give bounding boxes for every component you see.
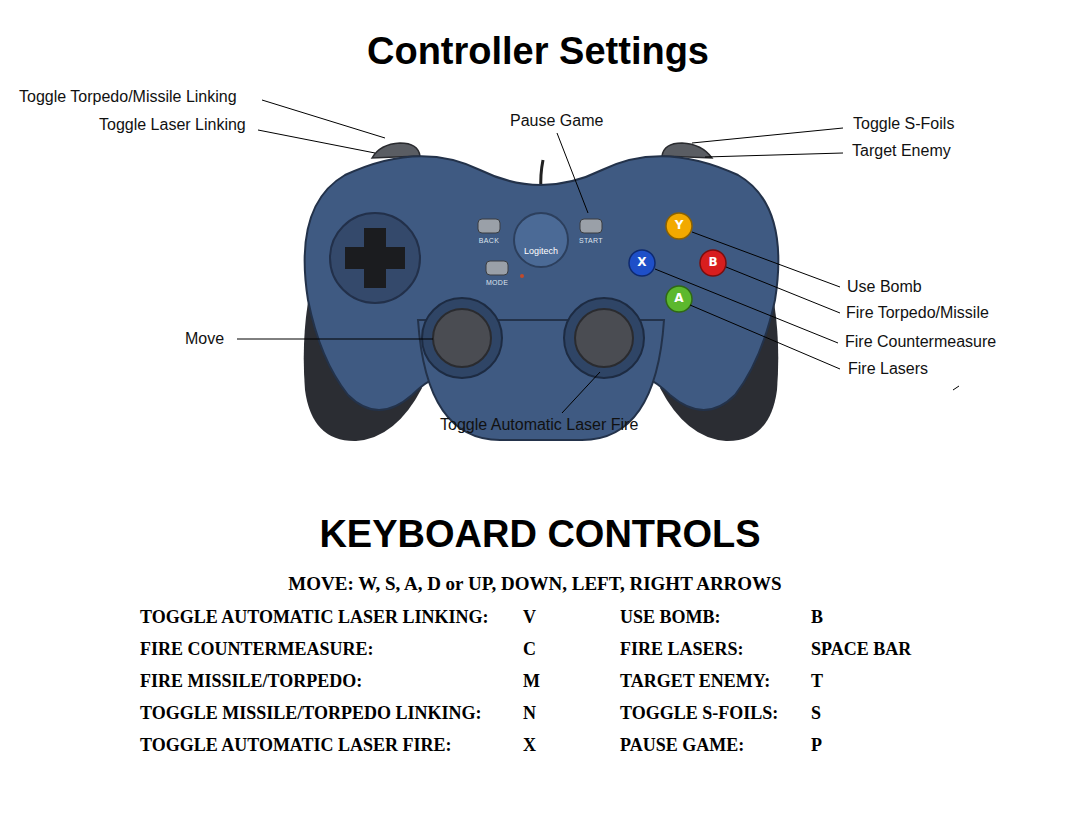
button-letter: X	[637, 256, 646, 270]
control-name: TARGET ENEMY:	[620, 671, 770, 692]
control-name: FIRE LASERS:	[620, 639, 744, 660]
callout-label: Toggle Torpedo/Missile Linking	[19, 88, 237, 106]
control-name: FIRE MISSILE/TORPEDO:	[140, 671, 362, 692]
callout-label: Fire Lasers	[848, 360, 928, 378]
callout-label: Pause Game	[510, 112, 603, 130]
control-key: X	[523, 735, 536, 756]
brand-logo: Logitech	[524, 246, 558, 256]
control-key: V	[523, 607, 536, 628]
callout-label: Use Bomb	[847, 278, 922, 296]
callout-label: Target Enemy	[852, 142, 951, 160]
callout-label: Move	[185, 330, 224, 348]
control-key: S	[811, 703, 821, 724]
control-name: PAUSE GAME:	[620, 735, 744, 756]
button-letter: B	[708, 256, 717, 270]
control-name: FIRE COUNTERMEASURE:	[140, 639, 374, 660]
control-key: M	[523, 671, 540, 692]
callout-label: Fire Countermeasure	[845, 333, 996, 351]
control-name: USE BOMB:	[620, 607, 721, 628]
control-key: N	[523, 703, 536, 724]
control-name: TOGGLE S-FOILS:	[620, 703, 778, 724]
button-letter: Y	[675, 219, 684, 233]
callout-label: Toggle Laser Linking	[99, 116, 246, 134]
button-label: BACK	[479, 237, 499, 245]
button-label: MODE	[486, 279, 508, 287]
leader-lines	[237, 100, 959, 413]
control-key: P	[811, 735, 822, 756]
keyboard-move: MOVE: W, S, A, D or UP, DOWN, LEFT, RIGH…	[288, 573, 781, 595]
control-key: SPACE BAR	[811, 639, 911, 660]
control-name: TOGGLE AUTOMATIC LASER LINKING:	[140, 607, 489, 628]
control-key: T	[811, 671, 823, 692]
section-heading: KEYBOARD CONTROLS	[319, 513, 760, 557]
button-letter: A	[674, 292, 683, 306]
control-name: TOGGLE AUTOMATIC LASER FIRE:	[140, 735, 452, 756]
callout-label: Toggle S-Foils	[853, 115, 954, 133]
callout-label: Toggle Automatic Laser Fire	[440, 416, 638, 434]
control-key: C	[523, 639, 536, 660]
page-title: Controller Settings	[367, 30, 709, 74]
control-name: TOGGLE MISSILE/TORPEDO LINKING:	[140, 703, 481, 724]
button-label: START	[579, 237, 603, 245]
callout-label: Fire Torpedo/Missile	[846, 304, 989, 322]
control-key: B	[811, 607, 823, 628]
